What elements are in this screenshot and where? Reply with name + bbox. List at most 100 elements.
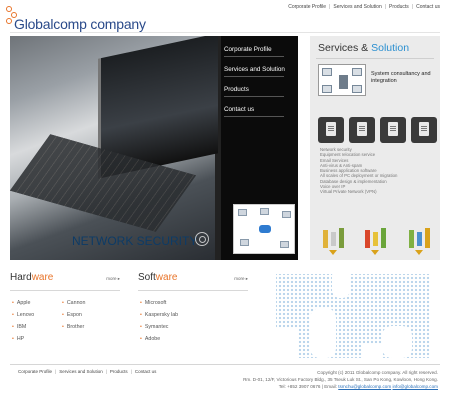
hardware-title: Hardware [10, 272, 120, 283]
list-item-label: Symantec [144, 324, 169, 330]
separator: | [384, 4, 387, 10]
logo[interactable]: Globalcomp company [6, 6, 156, 36]
list-item[interactable]: •HP [12, 336, 34, 348]
save-document-icon[interactable] [349, 117, 375, 143]
list-item[interactable]: •Lenovo [12, 312, 34, 324]
separator: | [105, 369, 107, 374]
footer-nav: Corporate Profile | Services and Solutio… [18, 369, 156, 374]
hardware-list-col2: •Cannon •Espon •Brother [62, 300, 85, 336]
hardware-title-accent: ware [31, 272, 54, 283]
top-nav: Corporate Profile | Services and Solutio… [288, 4, 440, 10]
hero-menu: Corporate Profile Services and Solution … [221, 36, 298, 260]
growth-chart-icon [362, 226, 388, 255]
list-item-label: Lenovo [16, 312, 35, 318]
top-nav-corporate-profile[interactable]: Corporate Profile [288, 4, 327, 10]
bullet-icon: • [12, 312, 14, 318]
services-panel: Services & Solution System consultancy a… [310, 36, 440, 260]
list-item-label: Microsoft [144, 300, 167, 306]
list-item[interactable]: •Cannon [62, 300, 85, 312]
software-divider [138, 290, 248, 291]
bullet-icon: • [62, 300, 64, 306]
list-item: Business application software [320, 168, 377, 174]
header-divider [10, 32, 440, 33]
software-title-main: Soft [138, 272, 156, 283]
hardware-more-label: more [106, 276, 117, 281]
software-title-accent: ware [155, 272, 178, 283]
hardware-divider [10, 290, 120, 291]
list-item-label: Cannon [66, 300, 86, 306]
footer-divider [10, 364, 440, 365]
system-integration-image[interactable] [318, 64, 366, 96]
separator: | [411, 4, 414, 10]
laptop-photo [10, 36, 218, 260]
brand-name: Globalcomp company [14, 16, 146, 32]
list-item: Network security [320, 147, 352, 152]
services-divider [316, 58, 434, 59]
top-nav-products[interactable]: Products [389, 4, 409, 10]
list-item[interactable]: •Kaspersky lab [140, 312, 178, 324]
documents-icon[interactable] [380, 117, 406, 143]
bullet-icon: • [62, 324, 64, 330]
hardware-more-link[interactable]: more ▸ [106, 276, 120, 282]
footer-nav-products[interactable]: Products [109, 369, 128, 374]
world-map-graphic [262, 268, 444, 358]
copyright-text: Copyright (c) 2011 Globalcomp company. A… [317, 370, 438, 375]
bullet-icon: • [140, 336, 142, 342]
list-item[interactable]: •Brother [62, 324, 85, 336]
list-item-label: Brother [66, 324, 85, 330]
list-item-label: Apple [16, 300, 31, 306]
logo-mark-icon [6, 6, 20, 36]
hardware-title-main: Hard [10, 272, 32, 283]
separator: | [329, 4, 331, 10]
email-link-info[interactable]: info@globalcomp.com [392, 384, 438, 389]
footer-nav-services[interactable]: Services and Solution [59, 369, 103, 374]
list-item[interactable]: •Microsoft [140, 300, 178, 312]
hardware-list-col1: •Apple •Lenovo •IBM •HP [12, 300, 34, 348]
top-nav-contact[interactable]: Contact us [416, 4, 440, 10]
bullet-icon: • [12, 300, 14, 306]
hero-menu-services[interactable]: Services and Solution [224, 66, 285, 77]
address-text: Rm. D-01, 12/F, Victorious Factory Bldg.… [243, 377, 438, 382]
contact-line: Tel: +852 3907 0676 | Email: tsmchu@glob… [243, 383, 438, 390]
services-graphics [318, 226, 436, 256]
network-diagram-thumbnail[interactable] [233, 204, 295, 254]
bullet-icon: • [140, 300, 142, 306]
software-more-link[interactable]: more ▸ [234, 276, 248, 282]
hero-menu-corporate-profile[interactable]: Corporate Profile [224, 46, 284, 57]
list-item[interactable]: •Espon [62, 312, 85, 324]
checklist-icon[interactable] [318, 117, 344, 143]
bullet-icon: • [12, 336, 14, 342]
services-list: Network security Equipment relocation se… [320, 147, 397, 195]
list-item: Voice over IP [320, 184, 346, 190]
email-label: Email: [324, 384, 337, 389]
list-item[interactable]: •Apple [12, 300, 34, 312]
email-link-primary[interactable]: tsmchu@globalcomp.com [338, 384, 392, 389]
list-item[interactable]: •IBM [12, 324, 34, 336]
services-title-main: Services & [318, 42, 372, 54]
bullet-icon: • [62, 312, 64, 318]
edit-globe-icon[interactable] [411, 117, 437, 143]
hero-banner: NETWORK SECURITY Corporate Profile Servi… [10, 36, 298, 260]
services-title-accent: Solution [371, 42, 410, 54]
services-caption: System consultancy and integration [371, 71, 431, 84]
footer-nav-contact[interactable]: Contact us [134, 369, 157, 374]
separator: | [55, 369, 57, 374]
list-item-label: Espon [66, 312, 82, 318]
footer-nav-corporate-profile[interactable]: Corporate Profile [18, 369, 53, 374]
list-item: Virtual Private Network (VPN) [320, 189, 377, 195]
hardware-section: Hardware more ▸ •Apple •Lenovo •IBM •HP … [10, 272, 120, 342]
hero-menu-contact[interactable]: Contact us [224, 106, 284, 117]
list-item-label: IBM [16, 324, 27, 330]
bullet-icon: • [140, 324, 142, 330]
growth-chart-icon [320, 226, 346, 255]
list-item: All scales of PC deployment or migration [320, 173, 398, 179]
separator: | [321, 384, 325, 389]
hero-menu-products[interactable]: Products [224, 86, 284, 97]
list-item[interactable]: •Symantec [140, 324, 178, 336]
list-item-label: HP [16, 336, 25, 342]
top-nav-services[interactable]: Services and Solution [333, 4, 382, 10]
software-list: •Microsoft •Kaspersky lab •Symantec •Ado… [140, 300, 178, 348]
services-icon-row [318, 117, 437, 143]
list-item-label: Kaspersky lab [144, 312, 179, 318]
list-item[interactable]: •Adobe [140, 336, 178, 348]
